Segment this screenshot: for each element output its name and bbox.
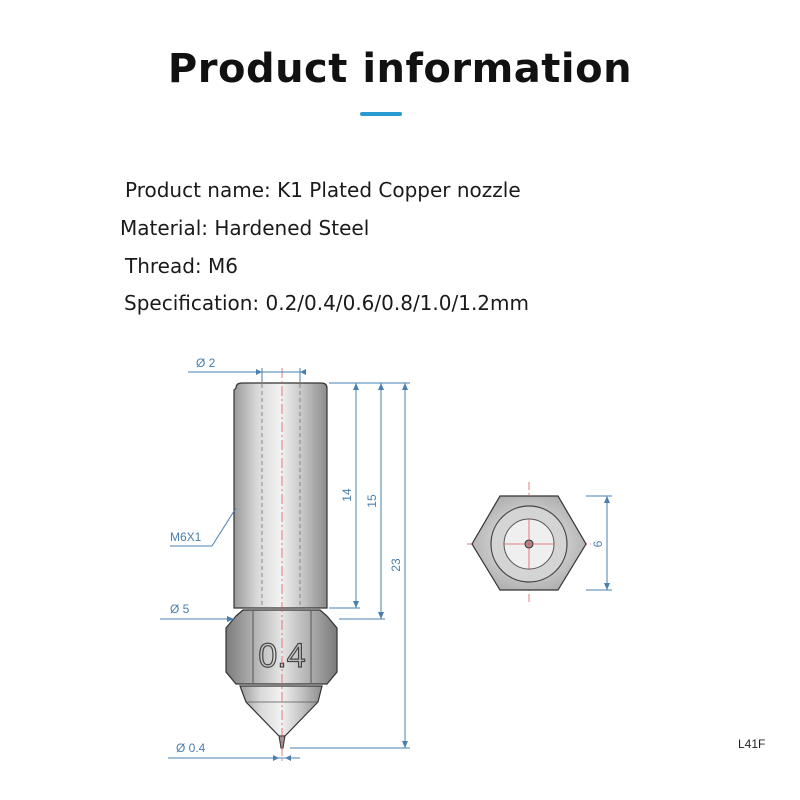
- label-body-diameter: Ø 5: [170, 602, 190, 616]
- dimension-labels: Ø 2 M6X1 Ø 5 Ø 0.4 14 15 23 6: [170, 356, 605, 755]
- material: Material: Hardened Steel: [120, 216, 370, 240]
- dimensions: [160, 368, 612, 761]
- page-title: Product information: [167, 46, 633, 92]
- product-name: Product name: K1 Plated Copper nozzle: [125, 178, 521, 202]
- dim-tip-arrows: [273, 755, 291, 761]
- label-top-diameter: Ø 2: [196, 356, 216, 370]
- title-underline: [360, 112, 402, 116]
- nozzle-side-view: 0.4: [225, 368, 338, 762]
- specification: Specification: 0.2/0.4/0.6/0.8/1.0/1.2mm: [124, 291, 529, 315]
- nozzle-end-view: [467, 482, 591, 604]
- thread: Thread: M6: [125, 254, 239, 278]
- label-hex: 6: [591, 540, 605, 547]
- nozzle-cone: [239, 685, 323, 737]
- label-23: 23: [389, 558, 403, 572]
- product-code: L41F: [738, 737, 766, 751]
- label-14: 14: [340, 488, 354, 502]
- label-thread: M6X1: [170, 530, 202, 544]
- label-tip-diameter: Ø 0.4: [176, 741, 206, 755]
- dim-body-arrow: [227, 616, 234, 622]
- label-15: 15: [365, 494, 379, 508]
- threaded-shaft: [233, 382, 328, 609]
- dim-thread-leader: [211, 507, 237, 547]
- hex-head: [225, 609, 338, 685]
